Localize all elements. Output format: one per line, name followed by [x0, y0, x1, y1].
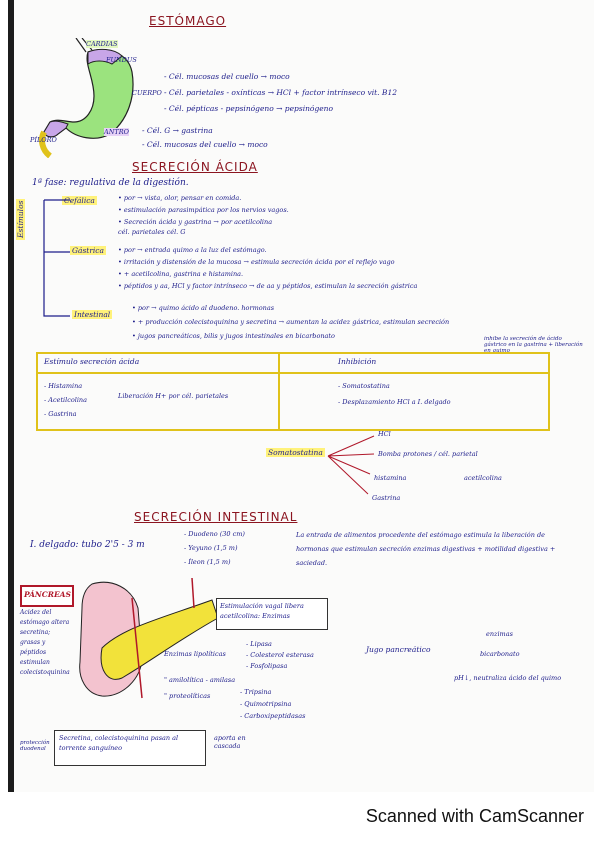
- somatostatina-label: Somatostatina: [266, 448, 325, 457]
- enzymes-amilolitica: " amilolítica - amilasa: [164, 676, 236, 684]
- antro-note-2: - Cél. mucosas del cuello → moco: [142, 140, 268, 149]
- section-title-secrecion: SECRECIÓN ÁCIDA: [132, 160, 258, 174]
- antro-note-1: - Cél. G → gastrina: [142, 126, 213, 135]
- pancreas-diagram: [79, 578, 219, 699]
- table-estimulo-note: Liberación H+ por cél. parietales: [118, 392, 229, 400]
- gastrica-line-4: • péptidos y aa, HCl y factor intrínseco…: [118, 282, 418, 290]
- somatostatina-target-2: Bomba protones / cél. parietal: [378, 450, 478, 458]
- label-antro: ANTRO: [104, 128, 129, 136]
- pancreas-bottom-note: Secretina, colecistoquinina pasan al tor…: [59, 734, 179, 752]
- table-inhibicion-1: - Somatostatina: [338, 382, 390, 390]
- fase-intro: 1ª fase: regulativa de la digestión.: [32, 178, 189, 188]
- pancreas-title: PÁNCREAS: [24, 590, 71, 599]
- enzymes-lipo-2: - Colesterol esterasa: [246, 651, 314, 659]
- bracket-lines: [43, 199, 70, 317]
- side-label-estimulos: Estímulos: [16, 198, 25, 240]
- intestinal-side-note: inhibe la secreción de ácido gástrico en…: [484, 336, 583, 354]
- esophagus-line: [75, 38, 87, 53]
- pancreas-bottom-box: Secretina, colecistoquinina pasan al tor…: [54, 730, 206, 766]
- page-title: ESTÓMAGO: [149, 14, 227, 28]
- enzymes-lipoliticas: Enzimas lipolíticas: [164, 650, 226, 658]
- jugo-label: Jugo pancreático: [366, 645, 431, 654]
- intestinal-label: Intestinal: [72, 310, 113, 319]
- gastrica-label: Gástrica: [70, 246, 106, 255]
- label-fundus: FUNDUS: [106, 56, 137, 64]
- cefalica-line-1: • por → vista, olor, pensar en comida.: [118, 194, 242, 202]
- jugo-item-1: enzimas: [486, 630, 513, 638]
- enzymes-lipo-1: - Lipasa: [246, 640, 272, 648]
- enzymes-proteo-1: - Tripsina: [240, 688, 272, 696]
- intestino-length: I. delgado: tubo 2'5 - 3 m: [30, 540, 145, 550]
- enzymes-proteoliticas: " proteolíticas: [164, 692, 211, 700]
- enzymes-proteo-2: - Quimotripsina: [240, 700, 292, 708]
- stomach-diagram: [39, 38, 134, 158]
- gastrica-line-2: • irritación y distensión de la mucosa →…: [118, 258, 395, 266]
- jugo-item-2: bicarbonato: [480, 650, 520, 658]
- label-piloro: PÍLORO: [30, 136, 57, 144]
- intestino-part-3: - Íleon (1,5 m): [184, 558, 231, 566]
- table-col-inhibicion: Inhibición: [338, 357, 377, 366]
- intestinal-line-1: • por → quimo ácido al duodeno. hormonas: [132, 304, 275, 312]
- fundus-shape: [87, 48, 123, 65]
- gastrica-line-3: • + acetilcolina, gastrina e histamina.: [118, 270, 244, 278]
- pancreas-box-note-text: Estimulación vagal libera acetilcolina: …: [220, 602, 304, 620]
- gastrica-line-1: • por → entrada quimo a la luz del estóm…: [118, 246, 267, 254]
- table-header: [38, 354, 548, 374]
- notes-page: ESTÓMAGO CARDIAS FUNDUS CUERPO ANTRO PÍL…: [8, 0, 594, 792]
- table-estimulo-3: - Gastrina: [44, 410, 77, 418]
- label-cuerpo: CUERPO: [132, 89, 162, 97]
- table-divider: [278, 354, 280, 429]
- vessel-line: [191, 578, 195, 609]
- cefalica-label: Cefálica: [62, 196, 97, 205]
- intestino-part-2: - Yeyuno (1,5 m): [184, 544, 238, 552]
- enzymes-proteo-3: - Carboxipeptidasas: [240, 712, 306, 720]
- cuerpo-note-3: - Cél. pépticas - pepsinógeno → pepsinóg…: [164, 104, 334, 113]
- cuerpo-note-1: - Cél. mucosas del cuello → moco: [164, 72, 290, 81]
- pancreas-title-box: PÁNCREAS: [20, 585, 74, 607]
- pancreas-shape: [100, 599, 219, 680]
- jugo-item-3: pH↓, neutraliza ácido del quimo: [454, 674, 562, 682]
- cuerpo-note-2: - Cél. parietales - oxínticas → HCl + fa…: [164, 88, 397, 97]
- intestinal-line-3: • jugos pancreáticos, bilis y jugos inte…: [132, 332, 335, 340]
- table-col-estimulo: Estímulo secreción ácida: [44, 357, 140, 366]
- somatostatina-target-5: Gastrina: [372, 494, 401, 502]
- enzymes-lipo-3: - Fosfolipasa: [246, 662, 288, 670]
- table-estimulo-1: - Histamina: [44, 382, 83, 390]
- somatostatina-target-3: histamina: [374, 474, 407, 482]
- cefalica-line-3: • Secreción ácida y gastrina → por aceti…: [118, 218, 273, 226]
- pancreas-left-small: protección duodenal: [20, 740, 50, 752]
- somatostatina-arrows: [327, 435, 375, 495]
- pancreas-left-note: Acidez del estómago altera secretina; gr…: [20, 609, 70, 676]
- pancreas-box-note: Estimulación vagal libera acetilcolina: …: [216, 598, 328, 630]
- duodenum-shape: [39, 130, 52, 158]
- somatostatina-target-4: acetilcolina: [464, 474, 502, 482]
- intestino-part-1: - Duodeno (30 cm): [184, 530, 245, 538]
- vessel-line: [131, 597, 143, 699]
- table-estimulo-2: - Acetilcolina: [44, 396, 87, 404]
- somatostatina-target-1: HCl: [378, 430, 391, 438]
- pylorus-shape: [43, 120, 69, 138]
- scanner-footer: Scanned with CamScanner: [365, 806, 584, 826]
- section-title-intestinal: SECRECIÓN INTESTINAL: [134, 510, 298, 524]
- intestino-note: La entrada de alimentos procedente del e…: [296, 531, 556, 567]
- table-inhibicion-2: - Desplazamiento HCl a I. delgado: [338, 398, 451, 406]
- secretion-table: Estímulo secreción ácida Inhibición - Hi…: [36, 352, 550, 431]
- cefalica-line-4: cél. parietales cél. G: [118, 228, 186, 236]
- intestinal-line-2: • + producción colecistoquinina y secret…: [132, 318, 450, 326]
- pancreas-bottom-side: aporta en cascada: [214, 734, 246, 750]
- label-cardias: CARDIAS: [86, 40, 118, 48]
- cefalica-line-2: • estimulación parasimpática por los ner…: [118, 206, 289, 214]
